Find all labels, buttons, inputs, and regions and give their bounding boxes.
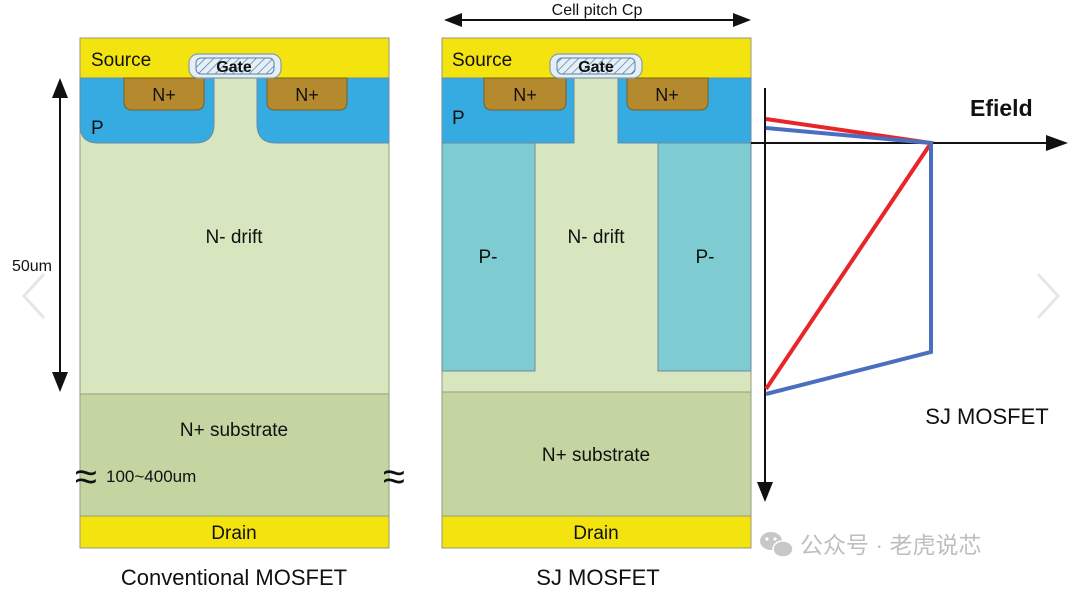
efield-axis-label: Efield: [970, 95, 1033, 121]
cell-pitch-label: Cell pitch Cp: [552, 2, 643, 19]
conventional-substrate-label: N+ substrate: [180, 420, 288, 441]
sj-gate-oxide-hatch: [556, 57, 636, 75]
sj-pillar-right-label: P-: [696, 247, 715, 268]
thickness-label: 50um: [12, 258, 52, 275]
efield-plot: Efield SJ MOSFET: [751, 88, 1068, 502]
efield-legend-label: SJ MOSFET: [925, 404, 1048, 429]
efield-field-axis-arrow: [1046, 135, 1068, 151]
thickness-label-bg: [6, 254, 58, 276]
sj-drain-metal: [441, 515, 752, 549]
prev-slide-chevron-icon[interactable]: [21, 272, 46, 320]
cell-pitch-arrow-right: [733, 13, 751, 27]
cell-pitch-dimension: Cell pitch Cp: [444, 2, 751, 27]
conventional-mosfet: Source Gate N+ N+ P N- drift N+ substrat…: [79, 37, 390, 589]
sj-gate-label: Gate: [578, 59, 614, 76]
conventional-gate-label: Gate: [216, 59, 252, 76]
sj-mosfet: Source Gate N+ N+ P P- P- N- drift N+ su…: [441, 37, 752, 589]
next-slide-chevron-icon[interactable]: [1036, 272, 1061, 320]
watermark-text: 公众号 · 老虎说芯: [800, 532, 981, 558]
thickness-dimension: 50um: [6, 78, 68, 392]
sj-drain-label: Drain: [573, 523, 618, 544]
conventional-nplus-left: [123, 77, 205, 111]
thickness-arrow-bottom: [52, 372, 68, 392]
conventional-nplus-right-label: N+: [295, 85, 319, 105]
conventional-drift-label: N- drift: [206, 227, 264, 248]
sj-source-label: Source: [452, 50, 512, 71]
sj-nplus-right-label: N+: [655, 85, 679, 105]
wechat-icon: [760, 532, 794, 558]
thickness-arrow-top: [52, 78, 68, 98]
sj-substrate: [441, 391, 752, 517]
sj-p-label: P: [452, 108, 465, 129]
sj-drift-label: N- drift: [568, 227, 626, 248]
conventional-nplus-right: [266, 77, 348, 111]
conventional-caption: Conventional MOSFET: [121, 565, 347, 589]
cell-pitch-arrow-left: [444, 13, 462, 27]
sj-substrate-label: N+ substrate: [542, 445, 650, 466]
substrate-thickness-label: 100~400um: [106, 467, 196, 486]
sj-p-pillar-left: [441, 142, 536, 372]
conventional-efield-curve: [764, 117, 935, 391]
sj-nplus-left-label: N+: [513, 85, 537, 105]
break-symbol-middle: ≈: [383, 455, 405, 499]
efield-depth-axis-arrow: [757, 482, 773, 502]
watermark: 公众号 · 老虎说芯: [760, 532, 981, 558]
sj-p-pillar-right: [657, 142, 752, 372]
sj-nplus-right: [626, 77, 709, 111]
conventional-substrate: [79, 393, 390, 517]
conventional-drain-metal: [79, 515, 390, 549]
conventional-p-label: P: [91, 118, 104, 139]
break-symbol-left: ≈: [75, 455, 97, 499]
conventional-gate-oxide-hatch: [195, 57, 275, 75]
sj-pillar-left-label: P-: [479, 247, 498, 268]
sj-caption: SJ MOSFET: [536, 565, 659, 589]
sj-efield-curve: [765, 126, 933, 396]
conventional-nplus-left-label: N+: [152, 85, 176, 105]
conventional-source-label: Source: [91, 50, 151, 71]
sj-nplus-left: [483, 77, 567, 111]
conventional-drain-label: Drain: [211, 523, 256, 544]
